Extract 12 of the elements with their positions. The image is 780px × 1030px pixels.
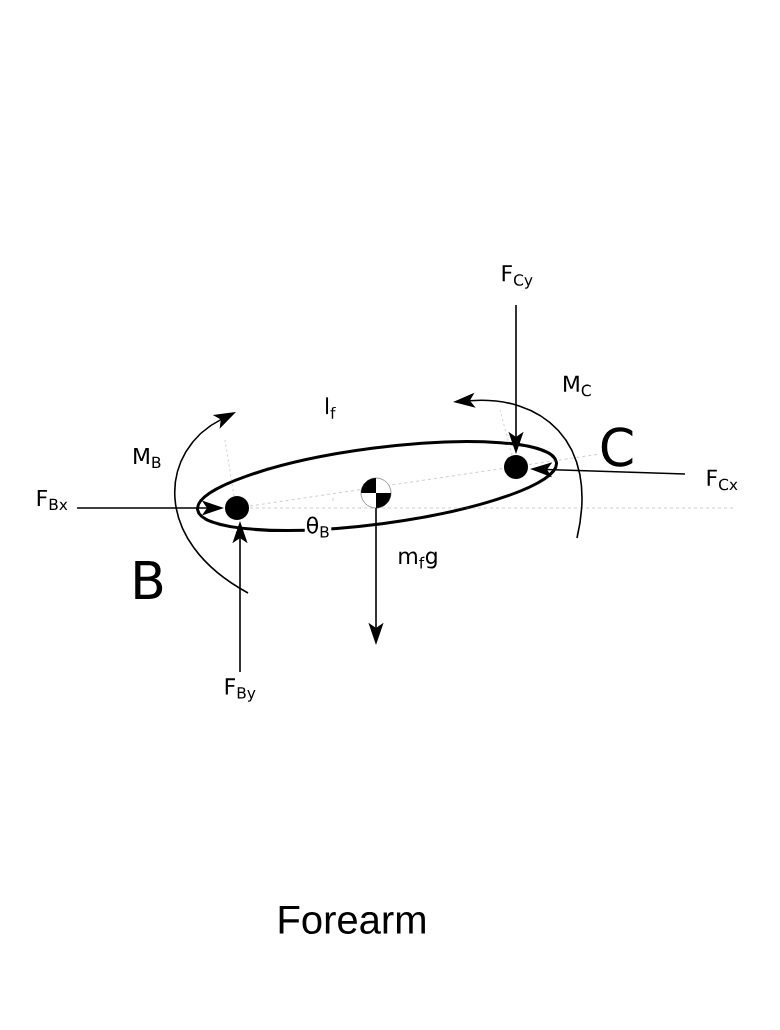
caption: Forearm — [279, 906, 425, 934]
point-label: C — [597, 426, 637, 468]
angle-label: θ$_{B}$ — [304, 515, 332, 539]
force-label: F$_{Cx}$ — [704, 468, 740, 492]
point-label: B — [129, 560, 167, 600]
moment-label: M$_{B}$ — [131, 446, 164, 470]
force-label: m$_{f}$g — [396, 550, 440, 570]
force-label: F$_{Bx}$ — [34, 488, 70, 512]
moment-label: M$_{C}$ — [560, 374, 594, 398]
force-label: F$_{By}$ — [222, 677, 258, 703]
force-label: F$_{Cy}$ — [499, 264, 535, 290]
length-label: l$_{f}$ — [323, 396, 337, 420]
